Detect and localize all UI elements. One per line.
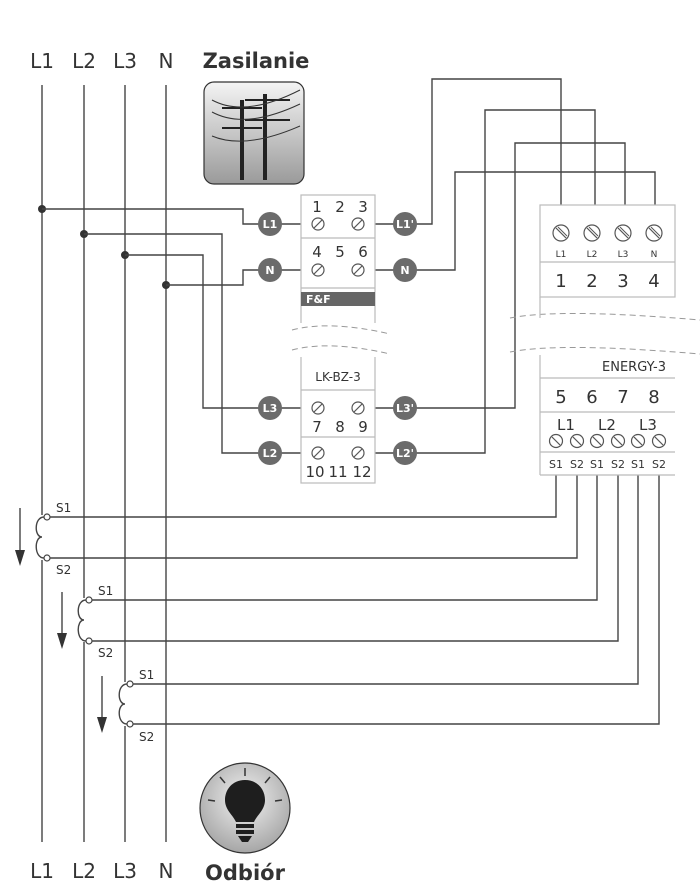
ct3-s2-label: S2 bbox=[139, 730, 154, 744]
current-transformer-l1: S1 S2 bbox=[15, 501, 71, 577]
light-bulb-icon bbox=[199, 762, 291, 854]
relay-num-10: 10 bbox=[305, 463, 324, 481]
ct1-s2-label: S2 bbox=[56, 563, 71, 577]
bus-label-top-l3: L3 bbox=[113, 49, 137, 73]
meter-top-label-l1: L1 bbox=[556, 250, 567, 260]
meter-phase-label-l3: L3 bbox=[639, 416, 657, 434]
relay-input-badge-n: N bbox=[258, 258, 282, 282]
meter-ct-label-4: S2 bbox=[611, 458, 625, 471]
svg-text:L1': L1' bbox=[396, 218, 414, 231]
relay-output-badge-l3: L3' bbox=[393, 396, 417, 420]
meter-ct-label-1: S1 bbox=[549, 458, 563, 471]
meter-top-label-n: N bbox=[651, 250, 658, 260]
meter-ct-label-3: S1 bbox=[590, 458, 604, 471]
meter-num-5: 5 bbox=[555, 387, 566, 408]
meter-top-label-l2: L2 bbox=[587, 250, 598, 260]
ct3-s1-label: S1 bbox=[139, 668, 154, 682]
svg-text:N: N bbox=[265, 264, 274, 277]
relay-num-11: 11 bbox=[328, 463, 347, 481]
relay-num-5: 5 bbox=[335, 243, 345, 261]
meter-num-4: 4 bbox=[648, 271, 659, 292]
meter-num-1: 1 bbox=[555, 271, 566, 292]
load-title: Odbiór bbox=[205, 861, 286, 885]
bus-label-bottom-l2: L2 bbox=[72, 859, 96, 883]
relay-brand-logo: F&F bbox=[306, 293, 331, 306]
relay-num-1: 1 bbox=[312, 198, 322, 216]
svg-text:L2: L2 bbox=[263, 447, 278, 460]
ct2-s2-label: S2 bbox=[98, 646, 113, 660]
ct2-s1-label: S1 bbox=[98, 584, 113, 598]
relay-num-3: 3 bbox=[358, 198, 368, 216]
meter-num-7: 7 bbox=[617, 387, 628, 408]
relay-output-wires bbox=[358, 78, 656, 454]
meter-num-3: 3 bbox=[617, 271, 628, 292]
meter-phase-label-l2: L2 bbox=[598, 416, 616, 434]
relay-input-badge-l1: L1 bbox=[258, 212, 282, 236]
meter-ct-label-6: S2 bbox=[652, 458, 666, 471]
bus-label-top-n: N bbox=[159, 49, 174, 73]
relay-num-2: 2 bbox=[335, 198, 345, 216]
meter-ct-label-5: S1 bbox=[631, 458, 645, 471]
meter-model-label: ENERGY-3 bbox=[602, 360, 666, 375]
relay-num-7: 7 bbox=[312, 418, 322, 436]
bus-lines bbox=[41, 85, 167, 842]
relay-output-badge-l2: L2' bbox=[393, 441, 417, 465]
meter-num-6: 6 bbox=[586, 387, 597, 408]
relay-lk-bz-3: F&F LK-BZ-3 bbox=[291, 194, 391, 484]
supply-title: Zasilanie bbox=[203, 49, 310, 73]
svg-text:N: N bbox=[400, 264, 409, 277]
relay-screw-terminals bbox=[311, 217, 365, 460]
relay-num-8: 8 bbox=[335, 418, 345, 436]
relay-output-badge-n: N bbox=[393, 258, 417, 282]
meter-ct-label-2: S2 bbox=[570, 458, 584, 471]
relay-model-label: LK-BZ-3 bbox=[315, 370, 360, 384]
meter-top-label-l3: L3 bbox=[618, 250, 629, 260]
relay-num-6: 6 bbox=[358, 243, 368, 261]
relay-num-4: 4 bbox=[312, 243, 322, 261]
relay-num-9: 9 bbox=[358, 418, 368, 436]
ct-wires bbox=[50, 475, 660, 725]
current-transformer-l2: S1 S2 bbox=[57, 584, 113, 660]
power-pole-icon bbox=[203, 81, 305, 185]
bus-label-bottom-n: N bbox=[159, 859, 174, 883]
svg-text:L1: L1 bbox=[263, 218, 278, 231]
svg-text:L3: L3 bbox=[263, 402, 278, 415]
meter-num-2: 2 bbox=[586, 271, 597, 292]
relay-output-badge-l1: L1' bbox=[393, 212, 417, 236]
current-transformer-l3: S1 S2 bbox=[97, 668, 154, 744]
relay-input-badge-l2: L2 bbox=[258, 441, 282, 465]
meter-phase-label-l1: L1 bbox=[557, 416, 575, 434]
meter-top-screws bbox=[552, 224, 663, 242]
meter-num-8: 8 bbox=[648, 387, 659, 408]
relay-num-12: 12 bbox=[352, 463, 371, 481]
energy-meter: ENERGY-3 bbox=[509, 204, 700, 476]
bus-label-bottom-l1: L1 bbox=[30, 859, 54, 883]
svg-text:L3': L3' bbox=[396, 402, 414, 415]
meter-ct-screws bbox=[548, 433, 667, 449]
relay-input-badge-l3: L3 bbox=[258, 396, 282, 420]
bus-label-top-l1: L1 bbox=[30, 49, 54, 73]
ct1-s1-label: S1 bbox=[56, 501, 71, 515]
bus-label-bottom-l3: L3 bbox=[113, 859, 137, 883]
bus-label-top-l2: L2 bbox=[72, 49, 96, 73]
svg-text:L2': L2' bbox=[396, 447, 414, 460]
